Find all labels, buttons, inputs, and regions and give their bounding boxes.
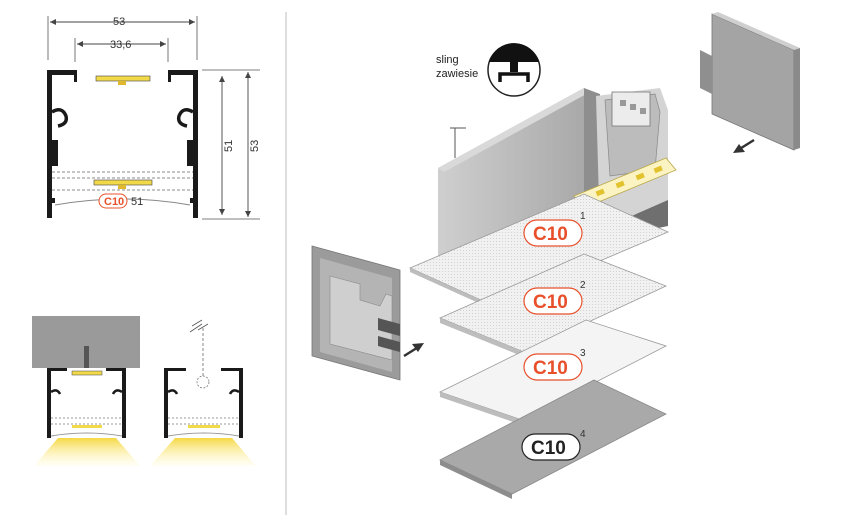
sling-label-line-2: zawiesie [436, 68, 478, 80]
cross-section-drawing: 53 33,6 C10 51 [47, 16, 261, 220]
arrow-icon [403, 343, 424, 358]
diffuser-2: C10 2 [438, 253, 668, 357]
dim-top-width: 53 [113, 16, 125, 28]
diffuser-2-code: C10 [533, 292, 568, 313]
diffuser-1-code: C10 [533, 224, 568, 245]
suspended-mount-view [150, 319, 256, 466]
diffuser-4-number: 4 [580, 429, 586, 440]
sling-icon [487, 43, 541, 97]
dim-outer-height: 53 [249, 140, 261, 152]
light-beam-surface [34, 438, 140, 466]
end-cap-right [700, 12, 800, 151]
diffuser-1-number: 1 [580, 211, 586, 222]
end-cap-left [311, 245, 401, 381]
dim-diffuser-width: 51 [131, 196, 143, 208]
diffuser-4: C10 4 [439, 379, 667, 499]
dim-inner-height: 51 [223, 140, 235, 152]
dim-inner-width: 33,6 [110, 39, 131, 51]
light-beam-suspended [150, 438, 256, 466]
diffuser-4-code: C10 [531, 438, 566, 459]
sling-callout: sling zawiesie [436, 43, 541, 97]
arrow-icon [733, 138, 755, 153]
diffuser-3-number: 3 [580, 348, 586, 359]
diffuser-2-number: 2 [580, 280, 586, 291]
sling-label-line-1: sling [436, 54, 459, 66]
surface-mount-view [32, 316, 140, 466]
diffuser-1: C10 1 [409, 193, 669, 310]
diffuser-3-code: C10 [533, 358, 568, 379]
diffuser-3: C10 3 [438, 319, 668, 425]
profile-badge-code: C10 [104, 196, 124, 208]
